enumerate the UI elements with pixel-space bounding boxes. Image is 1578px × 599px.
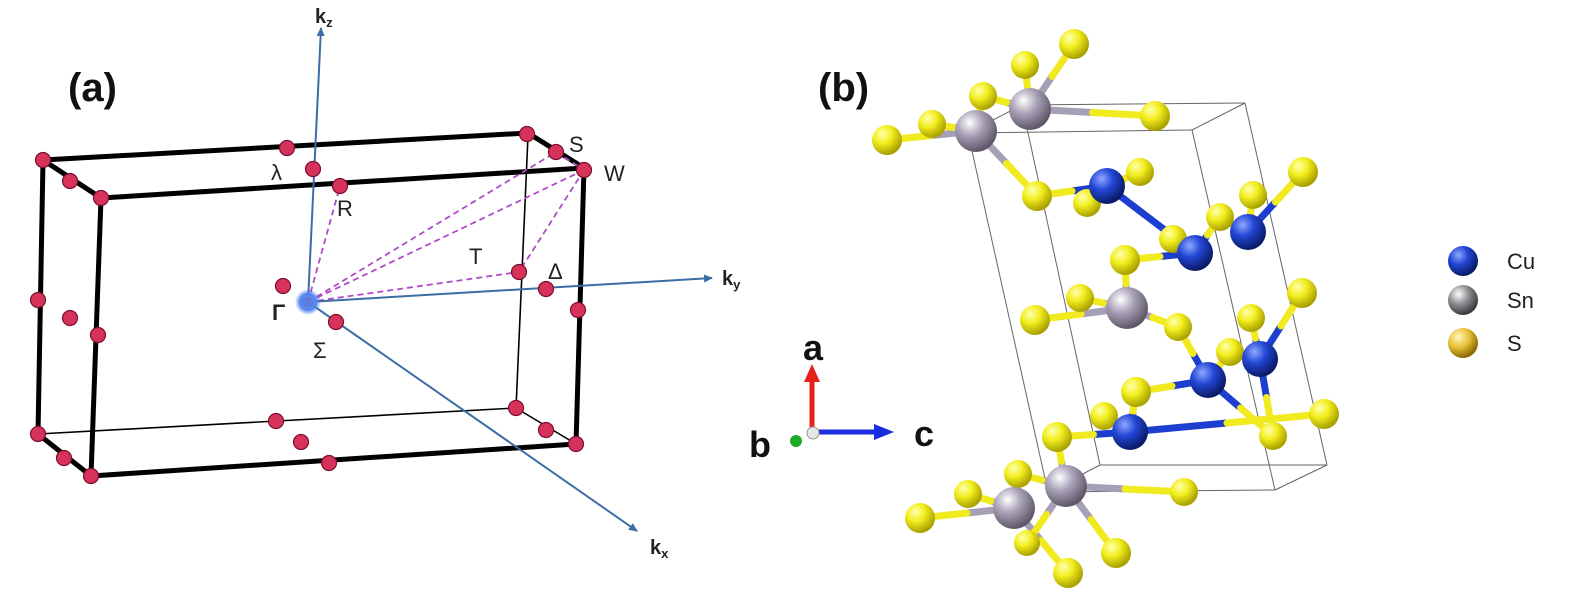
atom-s: [918, 110, 946, 138]
element-legend: Cu Sn S: [1448, 246, 1535, 358]
legend-item-s: S: [1448, 328, 1522, 358]
W-label: W: [604, 161, 625, 186]
atom-s: [1042, 422, 1072, 452]
triad-b-label: b: [749, 424, 771, 465]
kx-label: kx: [650, 537, 669, 561]
panel-a: (a): [29, 6, 741, 561]
triad-c-label: c: [914, 413, 934, 454]
atom-s: [1170, 478, 1198, 506]
atom-s: [1259, 422, 1287, 450]
atom-sn: [993, 487, 1035, 529]
svg-text:Sn: Sn: [1507, 288, 1534, 313]
atom-s: [1014, 530, 1040, 556]
atom-s: [1288, 157, 1318, 187]
triad-a-label: a: [803, 327, 824, 368]
legend-item-sn: Sn: [1448, 285, 1534, 315]
legend-item-cu: Cu: [1448, 246, 1535, 276]
atom-s: [1216, 338, 1244, 366]
gamma-label: Γ: [272, 300, 285, 325]
atom-s: [1004, 460, 1032, 488]
atom-s: [1101, 538, 1131, 568]
lambda-label: λ: [271, 160, 282, 185]
atom-s: [969, 82, 997, 110]
atom-s: [1121, 377, 1151, 407]
atom-s: [1309, 399, 1339, 429]
ky-axis: [307, 274, 713, 303]
atom-cu: [1230, 214, 1266, 250]
panel-b-label: (b): [818, 66, 869, 110]
panel-a-label: (a): [68, 66, 117, 110]
atom-cu: [1112, 414, 1148, 450]
ky-label: ky: [722, 268, 741, 292]
S-label: S: [569, 132, 584, 157]
atom-s: [1090, 402, 1118, 430]
panel-b: (b) a b: [749, 29, 1535, 588]
kz-label: kz: [315, 6, 333, 30]
atom-s: [1287, 278, 1317, 308]
atom-s: [1053, 558, 1083, 588]
T-label: T: [469, 244, 482, 269]
atom-s: [1239, 181, 1267, 209]
atom-s: [1140, 101, 1170, 131]
atom-s: [1126, 158, 1154, 186]
delta-label: Δ: [548, 259, 563, 284]
atom-sn: [1045, 465, 1087, 507]
high-symmetry-paths: [307, 151, 585, 303]
atom-s: [1022, 181, 1052, 211]
atom-sn: [955, 110, 997, 152]
atom-cu: [1177, 235, 1213, 271]
atom-cu: [1242, 341, 1278, 377]
svg-text:Cu: Cu: [1507, 249, 1535, 274]
bond-segment: [1223, 410, 1328, 427]
atom-s: [954, 480, 982, 508]
sigma-label: Σ: [313, 338, 327, 363]
atom-s: [1237, 304, 1265, 332]
atom-s: [905, 503, 935, 533]
atom-s: [872, 125, 902, 155]
atom-sn: [1106, 287, 1148, 329]
atom-cu: [1190, 362, 1226, 398]
R-label: R: [337, 196, 353, 221]
atom-s: [1059, 29, 1089, 59]
atom-s: [1011, 51, 1039, 79]
atom-s: [1110, 245, 1140, 275]
kx-axis: [307, 301, 638, 532]
atom-s: [1020, 305, 1050, 335]
atom-s: [1206, 203, 1234, 231]
atom-cu: [1089, 168, 1125, 204]
atom-s: [1164, 313, 1192, 341]
atom-sn: [1009, 88, 1051, 130]
symmetry-points: [29, 125, 593, 485]
atoms: [872, 29, 1339, 588]
svg-text:S: S: [1507, 331, 1522, 356]
axis-triad: a b c: [749, 327, 934, 465]
atom-s: [1066, 284, 1094, 312]
